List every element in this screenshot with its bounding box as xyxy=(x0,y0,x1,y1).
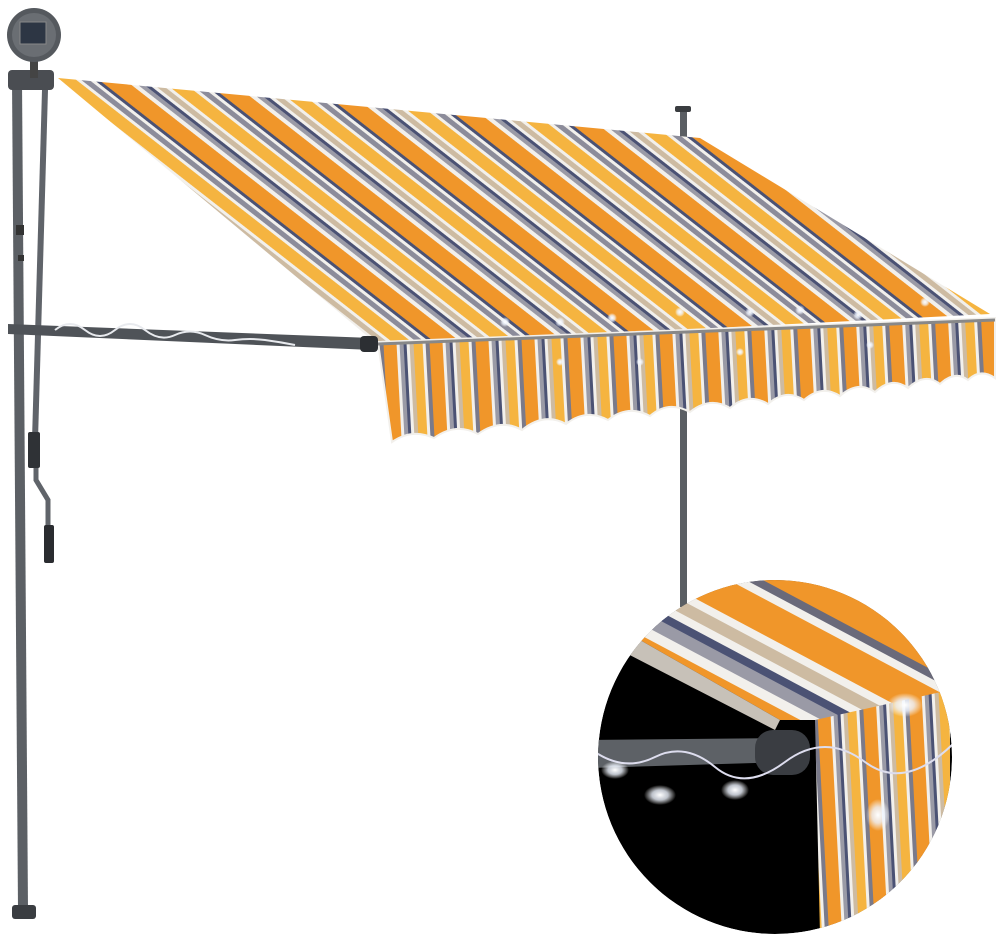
solar-panel-icon xyxy=(7,8,61,78)
awning-arm xyxy=(8,323,378,352)
awning-canopy xyxy=(58,78,990,345)
front-bar xyxy=(377,318,996,346)
awning-valance xyxy=(376,316,996,444)
left-wall-pole xyxy=(8,70,54,919)
crank-handle-icon xyxy=(28,90,54,563)
led-light-icon xyxy=(500,297,930,366)
